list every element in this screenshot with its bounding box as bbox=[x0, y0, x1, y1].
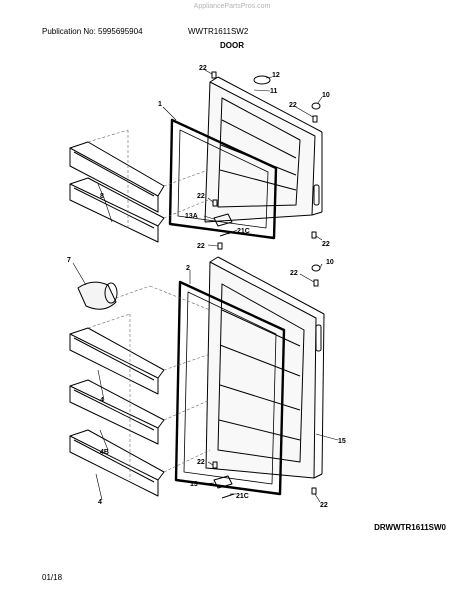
callout-11: 11 bbox=[270, 88, 278, 95]
callout-8: 8 bbox=[100, 193, 104, 200]
leader-lines bbox=[72, 69, 339, 503]
projection-lines bbox=[87, 129, 211, 480]
callout-22-d: 22 bbox=[197, 243, 205, 250]
watermark: AppliancePartsPros.com bbox=[193, 3, 271, 10]
callout-21c-upper: 21C bbox=[237, 228, 250, 235]
hinge-cover-12 bbox=[253, 75, 271, 85]
callout-22-b: 22 bbox=[289, 102, 297, 109]
callout-22-a: 22 bbox=[199, 65, 207, 72]
callout-22-f: 22 bbox=[290, 270, 298, 277]
freezer-door-gasket bbox=[168, 118, 278, 240]
door-shelf-4-top bbox=[69, 327, 165, 395]
fresh-food-door-gasket bbox=[174, 280, 286, 496]
revision-date: 01/18 bbox=[42, 573, 63, 582]
door-shelf-8-top bbox=[69, 141, 165, 213]
door-shelf-8-bottom bbox=[69, 177, 165, 243]
callout-4-upper: 4 bbox=[100, 397, 104, 404]
screw-22-group-upper bbox=[211, 71, 318, 250]
callout-22-c: 22 bbox=[197, 193, 205, 200]
callout-22-h: 22 bbox=[320, 502, 328, 509]
door-shelf-4-bottom bbox=[69, 429, 165, 497]
callout-4-lower: 4 bbox=[98, 499, 102, 506]
hinge-13 bbox=[213, 475, 235, 499]
callout-22-e: 22 bbox=[322, 241, 330, 248]
callout-22-g: 22 bbox=[197, 459, 205, 466]
page-title: DOOR bbox=[220, 41, 244, 50]
drawing-code: DRWWTR1611SW0 bbox=[374, 523, 446, 532]
callout-1: 1 bbox=[158, 101, 162, 108]
callout-2: 2 bbox=[186, 265, 190, 272]
callout-13a: 13A bbox=[185, 213, 198, 220]
callout-7: 7 bbox=[67, 257, 71, 264]
callout-10-upper: 10 bbox=[322, 92, 330, 99]
publication-number: Publication No: 5995695904 bbox=[42, 27, 143, 36]
fresh-food-door-liner bbox=[205, 256, 325, 479]
freezer-door-liner bbox=[204, 76, 323, 223]
plug-10-lower bbox=[311, 264, 321, 272]
door-shelf-4b bbox=[69, 379, 165, 445]
callout-15: 15 bbox=[338, 438, 346, 445]
callout-4b: 4B bbox=[100, 449, 109, 456]
dairy-compartment-7 bbox=[77, 281, 118, 310]
callout-13: 13 bbox=[190, 481, 198, 488]
callout-21c-lower: 21C bbox=[236, 493, 249, 500]
hinge-13a bbox=[213, 213, 233, 237]
callout-12: 12 bbox=[272, 72, 280, 79]
callout-10-lower: 10 bbox=[326, 259, 334, 266]
plug-10-upper bbox=[311, 102, 321, 110]
model-number: WWTR1611SW2 bbox=[188, 27, 249, 36]
